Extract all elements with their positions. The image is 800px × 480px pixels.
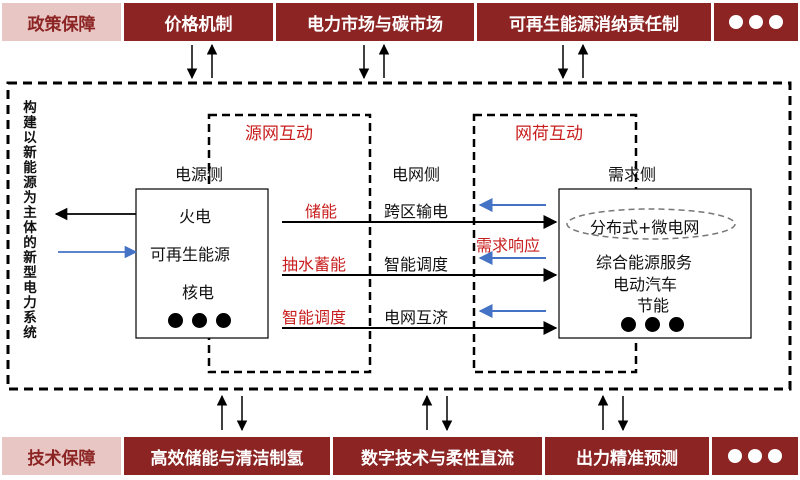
demand-item-energy-saving: 节能	[637, 296, 670, 315]
grid-item-mutual-aid: 电网互济	[384, 308, 449, 327]
mid-label-smart-dispatch: 智能调度	[282, 308, 347, 327]
source-item-thermal: 火电	[179, 207, 212, 226]
demand-item-ev: 电动汽车	[613, 275, 678, 294]
bottom-item-digital-flexible-dc: 数字技术与柔性直流	[333, 437, 542, 475]
bottom-item-storage-hydrogen: 高效储能与清洁制氢	[124, 437, 330, 475]
demand-response-label: 需求响应	[476, 236, 541, 255]
mid-label-pumped-hydro: 抽水蓄能	[282, 255, 347, 274]
top-item-price-mechanism: 价格机制	[124, 3, 273, 41]
demand-highlight-microgrid: 分布式+微电网	[590, 218, 700, 237]
grid-load-interaction-label: 网荷互动	[515, 124, 583, 144]
tech-guarantee-label: 技术保障	[2, 437, 121, 475]
policy-guarantee-label: 政策保障	[2, 3, 121, 41]
grid-item-smart-dispatch: 智能调度	[384, 255, 449, 274]
mid-label-storage: 储能	[305, 202, 338, 221]
three-dots-icon	[621, 317, 684, 332]
system-frame	[6, 81, 792, 391]
three-dots-icon	[729, 15, 783, 29]
top-item-power-carbon-market: 电力市场与碳市场	[276, 3, 474, 41]
source-grid-interaction-label: 源网互动	[245, 124, 313, 144]
distributed-microgrid-oval	[566, 208, 736, 240]
three-dots-icon	[168, 313, 231, 328]
demand-item-integrated-energy: 综合能源服务	[596, 253, 693, 272]
bottom-more-indicator	[712, 437, 798, 475]
demand-side-title: 需求侧	[608, 165, 657, 184]
grid-side-title: 电网侧	[392, 165, 441, 184]
top-more-indicator	[714, 3, 798, 41]
top-item-renewable-quota: 可再生能源消纳责任制	[477, 3, 711, 41]
bottom-item-output-forecast: 出力精准预测	[545, 437, 709, 475]
grid-item-cross-region: 跨区输电	[384, 202, 449, 221]
three-dots-icon	[728, 449, 782, 463]
source-item-nuclear: 核电	[182, 283, 215, 302]
source-item-renewable: 可再生能源	[150, 245, 231, 264]
source-side-title: 电源侧	[175, 165, 224, 184]
side-title-vertical: 构建以新能源为主体的新型电力系统	[23, 100, 37, 341]
